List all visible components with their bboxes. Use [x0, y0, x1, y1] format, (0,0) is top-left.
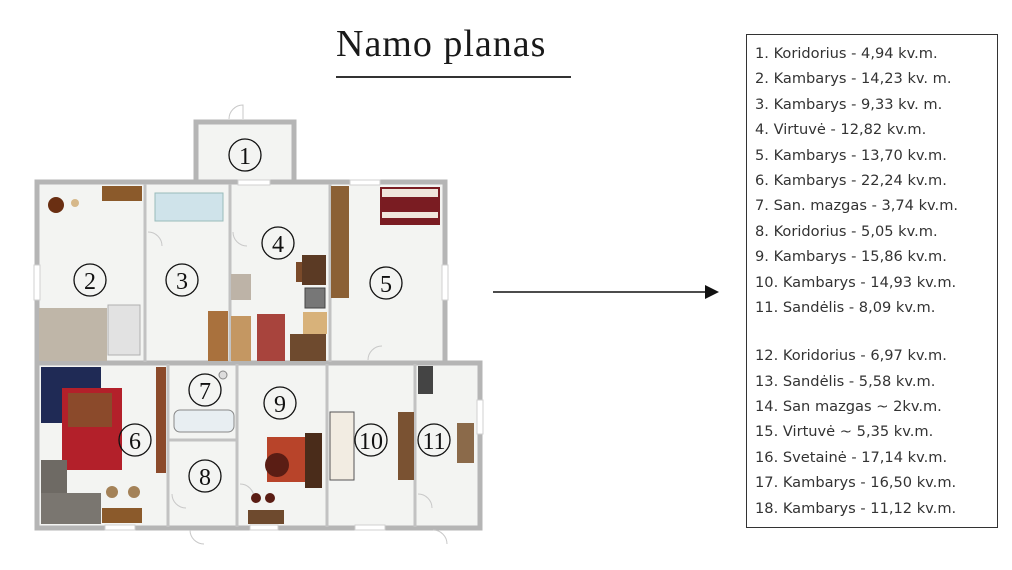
legend-item: 11. Sandėlis - 8,09 kv.m.: [755, 298, 936, 316]
legend-item: 16. Svetainė - 17,14 kv.m.: [755, 448, 948, 466]
legend-item: 18. Kambarys - 11,12 kv.m.: [755, 499, 957, 517]
room-label-11: 11: [422, 429, 445, 455]
furniture-room-7: [173, 370, 235, 433]
furniture-room-6: [41, 367, 166, 524]
room-label-1: 1: [239, 144, 251, 170]
legend-item: 1. Koridorius - 4,94 kv.m.: [755, 45, 938, 62]
legend-item: 2. Kambarys - 14,23 kv. m.: [755, 70, 952, 88]
furniture-room-4: [231, 255, 327, 361]
room-label-10: 10: [359, 429, 383, 455]
room-area-legend: 1. Koridorius - 4,94 kv.m. 2. Kambarys -…: [746, 34, 998, 528]
furniture-room-11: [418, 366, 474, 463]
legend-item: 5. Kambarys - 13,70 kv.m.: [755, 146, 947, 164]
legend-item: 8. Koridorius - 5,05 kv.m.: [755, 222, 938, 240]
windows: [33, 179, 484, 531]
room-label-6: 6: [129, 429, 141, 455]
legend-item: 3. Kambarys - 9,33 kv. m.: [755, 95, 943, 113]
legend-item: 12. Koridorius - 6,97 kv.m.: [755, 347, 947, 365]
page-title: Namo planas: [336, 23, 547, 65]
room-number-labels: 1 2 3 4 5 6 7 8 9 10 11: [84, 144, 446, 491]
door-swings: [147, 104, 448, 545]
legend-spacer: [755, 320, 997, 343]
room-label-8: 8: [199, 465, 211, 491]
room-label-4: 4: [272, 232, 284, 258]
furniture-room-10: [329, 411, 414, 481]
room-label-9: 9: [274, 392, 286, 418]
interior-walls: [143, 184, 417, 527]
room-label-7: 7: [199, 379, 211, 405]
legend-item: 15. Virtuvė ~ 5,35 kv.m.: [755, 423, 934, 441]
room-label-2: 2: [84, 269, 96, 295]
legend-item: 9. Kambarys - 15,86 kv.m.: [755, 248, 947, 266]
legend-item: 4. Virtuvė - 12,82 kv.m.: [755, 121, 927, 139]
furniture-room-3: [154, 192, 228, 361]
legend-item: 14. San mazgas ~ 2kv.m.: [755, 398, 942, 416]
legend-item: 7. San. mazgas - 3,74 kv.m.: [755, 197, 959, 215]
floor-plan: 1 2 3 4 5 6 7 8 9 10 11: [33, 104, 484, 545]
legend-item: 13. Sandėlis - 5,58 kv.m.: [755, 372, 936, 390]
furniture-room-9: [248, 433, 322, 524]
room-label-5: 5: [380, 272, 392, 298]
legend-item: 6. Kambarys - 22,24 kv.m.: [755, 171, 947, 189]
arrow-right-icon: [493, 285, 719, 299]
furniture-room-2: [39, 186, 142, 361]
title-underline: [336, 76, 571, 78]
legend-item: 17. Kambarys - 16,50 kv.m.: [755, 474, 957, 492]
legend-item: 10. Kambarys - 14,93 kv.m.: [755, 273, 957, 291]
room-number-circles: [73, 138, 451, 493]
room-label-3: 3: [176, 269, 188, 295]
furniture-room-5: [331, 186, 440, 298]
